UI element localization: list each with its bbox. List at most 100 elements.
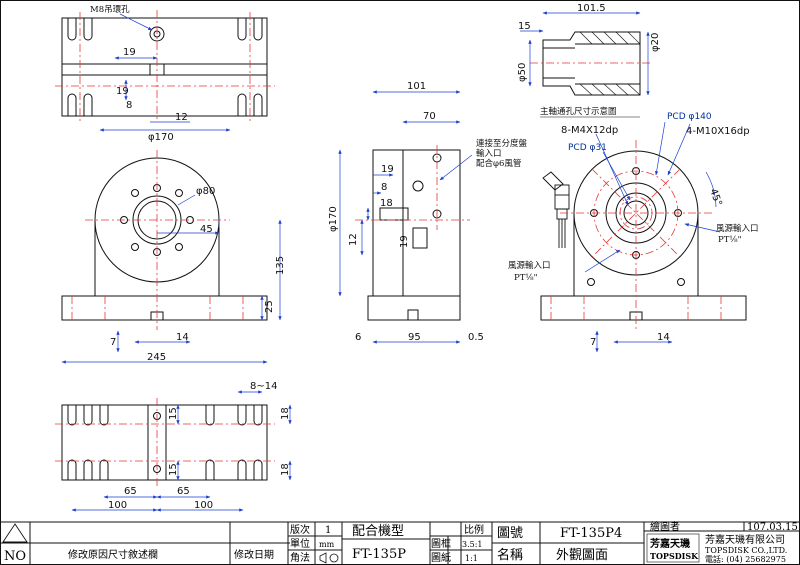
angle-symbol — [319, 552, 339, 564]
dim-bottom-18a: 18 — [280, 407, 291, 420]
indexer-note-2: 輸入口 — [476, 148, 502, 159]
bottom-view-centerlines — [55, 398, 275, 488]
dim-bottom-65b: 65 — [177, 486, 190, 497]
dim-front-45: 45 — [200, 224, 213, 235]
top-view — [61, 17, 268, 117]
dim-side-19v: 19 — [399, 235, 410, 248]
dim-side-19: 19 — [381, 164, 394, 175]
company-phone: 電話: (04) 25682975 — [705, 554, 786, 564]
dim-spindle-15: 15 — [518, 21, 531, 32]
scale-frame-label: 圖框 — [431, 537, 451, 550]
revision-desc-label: 修改原因尺寸敘述欄 — [68, 548, 158, 561]
dim-d170-side: φ170 — [328, 206, 339, 232]
dim-top-12: 12 — [175, 112, 188, 123]
scale-label: 比例 — [464, 523, 484, 536]
angle-45-label: 45° — [707, 187, 723, 207]
m10-holes-label: 4-M10X16dp — [686, 126, 750, 137]
dim-top-19v: 19 — [116, 86, 129, 97]
scale-paper-value: 1:1 — [465, 554, 478, 563]
warning-triangle — [2, 523, 28, 543]
bottom-view-dims — [71, 390, 292, 512]
scale-frame-value: 3.5:1 — [462, 540, 483, 549]
rear-view — [540, 150, 747, 321]
dim-side-6: 6 — [355, 332, 361, 343]
side-view-dims — [338, 90, 461, 344]
dim-side-05: 0.5 — [468, 332, 484, 343]
side-view-centerlines — [355, 145, 470, 230]
top-view-dims — [99, 56, 231, 132]
dim-bottom-15a: 15 — [168, 407, 179, 420]
bottom-view — [61, 404, 268, 481]
name-value: 外觀圖面 — [556, 548, 608, 563]
dim-front-25: 25 — [264, 300, 275, 313]
dim-bottom-100b: 100 — [194, 500, 213, 511]
dim-rear-7: 7 — [590, 337, 596, 348]
dim-bottom-18b: 18 — [280, 463, 291, 476]
m4-holes-label: 8-M4X12dp — [561, 125, 618, 136]
spindle-note: 主軸通孔尺寸示意圖 — [540, 106, 617, 117]
dim-bottom-65a: 65 — [124, 486, 137, 497]
match-model-label: 配合機型 — [352, 524, 404, 539]
svg-text:TOPSDISK: TOPSDISK — [650, 551, 699, 561]
name-label: 名稱 — [497, 547, 523, 563]
unit-label: 單位 — [290, 537, 310, 550]
spindle-dims — [520, 11, 650, 96]
top-view-centerlines — [55, 10, 275, 122]
scale-paper-label: 圖紙 — [431, 551, 451, 564]
front-view-centerlines — [71, 150, 244, 330]
pcd31-label: PCD φ31 — [568, 143, 607, 153]
dim-d80: φ80 — [196, 186, 215, 197]
unit-value: mm — [319, 540, 335, 549]
drawing-no-label: 圖號 — [497, 526, 523, 541]
dim-side-12: 12 — [348, 233, 359, 246]
dim-side-8: 8 — [381, 182, 387, 193]
indexer-note-3: 配合φ6風管 — [476, 158, 521, 169]
svg-text:芳嘉天璣: 芳嘉天璣 — [650, 537, 690, 550]
spindle-hatch — [579, 31, 641, 96]
dim-top-8: 8 — [126, 100, 132, 111]
air-in-left-2: PT⅛" — [514, 273, 538, 283]
version-label: 版次 — [290, 523, 310, 536]
dim-side-95: 95 — [408, 332, 421, 343]
dim-bottom-100a: 100 — [108, 500, 127, 511]
company-name-en: TOPSDISK CO.,LTD. — [705, 546, 787, 555]
dim-front-7: 7 — [110, 337, 116, 348]
leader-m8 — [119, 13, 153, 31]
indexer-note-1: 連接至分度盤 — [476, 138, 528, 149]
revision-date-label: 修改日期 — [234, 548, 274, 561]
dim-side-70: 70 — [423, 111, 436, 122]
dim-d20: φ20 — [650, 33, 661, 52]
dim-d170-top: φ170 — [148, 132, 174, 143]
dim-side-18: 18 — [380, 198, 393, 209]
front-view — [61, 157, 268, 321]
air-in-right-2: PT⅛" — [718, 235, 742, 245]
company-logo: 芳嘉天璣 TOPSDISK — [646, 533, 700, 563]
air-in-left-1: 風源輸入口 — [508, 260, 551, 271]
company-name-cn: 芳嘉天璣有限公司 — [705, 533, 785, 546]
front-view-dims — [61, 194, 282, 364]
date-value: 107.03.15 — [747, 522, 798, 533]
dim-d50: φ50 — [517, 63, 528, 82]
dim-front-135: 135 — [275, 256, 286, 275]
side-view — [367, 149, 461, 321]
dim-side-101: 101 — [407, 81, 426, 92]
pcd140-label: PCD φ140 — [667, 112, 712, 122]
dim-top-19: 19 — [123, 47, 136, 58]
dim-rear-14: 14 — [657, 332, 670, 343]
version-value: 1 — [325, 525, 331, 536]
drafter-label: 繪圖者 — [650, 520, 680, 533]
drawing-no-value: FT-135P4 — [560, 526, 622, 541]
air-fitting — [542, 171, 570, 248]
rear-view-dims — [584, 121, 721, 353]
angle-label: 角法 — [290, 551, 310, 564]
dim-bottom-8-14: 8~14 — [250, 381, 277, 392]
dim-front-245: 245 — [147, 352, 166, 363]
leader-indexer — [439, 154, 473, 181]
dim-bottom-15b: 15 — [168, 463, 179, 476]
dim-front-14: 14 — [176, 332, 189, 343]
dim-spindle-1015: 101.5 — [577, 3, 606, 14]
match-model-value: FT-135P — [352, 547, 406, 562]
m8-lifting-hole-label: M8吊環孔 — [90, 5, 130, 15]
no-label: NO — [4, 549, 26, 564]
